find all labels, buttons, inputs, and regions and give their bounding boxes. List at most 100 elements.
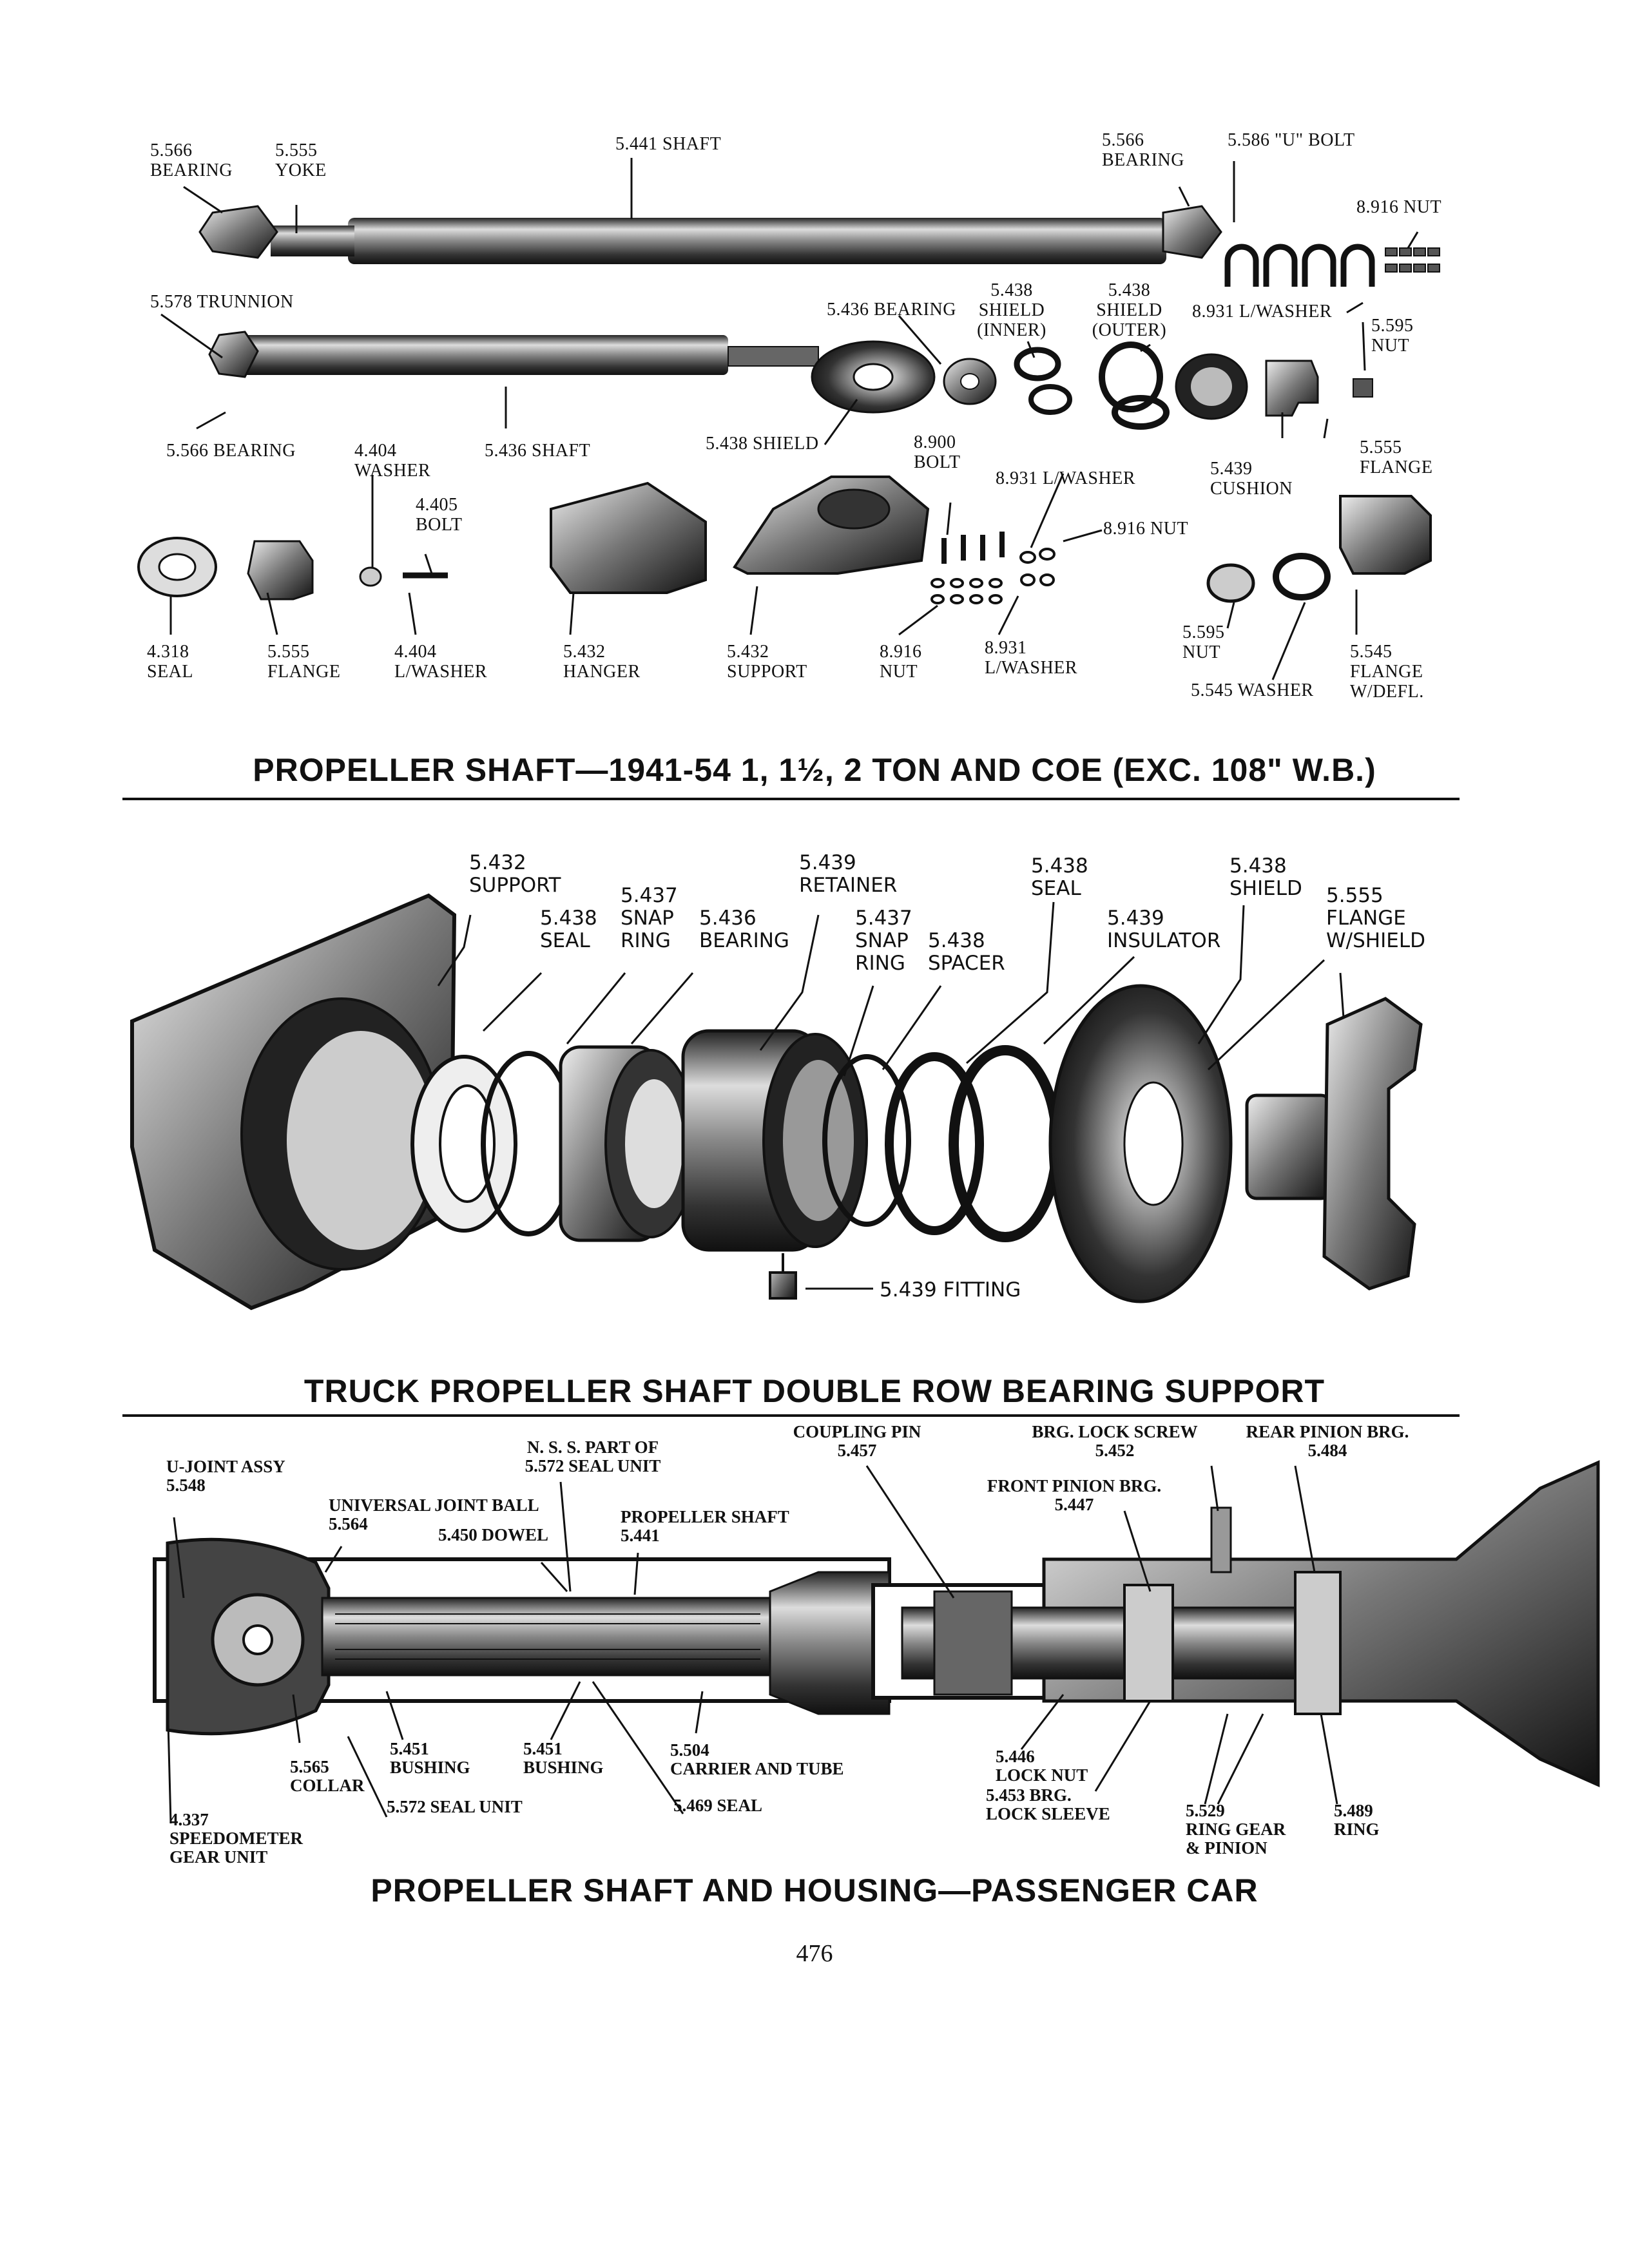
label3-bushing-451-l: 5.451 BUSHING xyxy=(390,1739,470,1777)
label-yoke-555: 5.555 YOKE xyxy=(275,140,327,180)
label-nut-916-top: 8.916 NUT xyxy=(1356,197,1442,217)
u-joint-lower xyxy=(208,331,259,378)
label2-support-432: 5.432 SUPPORT xyxy=(469,851,561,897)
nuts-washers-small xyxy=(930,548,1055,604)
label3-front-pinion-447: FRONT PINION BRG. 5.447 xyxy=(987,1476,1162,1514)
label2-seal-438-l: 5.438 SEAL xyxy=(540,907,597,952)
support-432-part xyxy=(733,476,930,575)
label-bolt-900: 8.900 BOLT xyxy=(914,432,961,472)
label-lwasher-931-bot: 8.931 L/WASHER xyxy=(985,638,1077,678)
section1-title: PROPELLER SHAFT—1941-54 1, 1½, 2 TON AND… xyxy=(253,752,1376,788)
label-lwasher-931-mid: 8.931 L/WASHER xyxy=(996,468,1135,488)
flange-555-yoke xyxy=(1322,997,1423,1291)
flange-555-left-part xyxy=(247,540,314,601)
shaft-436-spline xyxy=(728,346,819,367)
label-u-bolt-586: 5.586 "U" BOLT xyxy=(1228,130,1355,150)
u-bolts xyxy=(1224,244,1375,287)
label3-brg-lock-screw-452: BRG. LOCK SCREW 5.452 xyxy=(1032,1422,1198,1460)
u-joint-left xyxy=(198,205,278,259)
front-pinion-brg xyxy=(1123,1584,1174,1702)
label-flange-555-r: 5.555 FLANGE xyxy=(1360,437,1433,477)
washer-545-part xyxy=(1273,553,1331,601)
label2-flange-555: 5.555 FLANGE W/SHIELD xyxy=(1326,884,1425,952)
snap-ring-437-right xyxy=(822,1054,911,1227)
label3-seal-unit-572: 5.572 SEAL UNIT xyxy=(387,1797,523,1816)
label2-retainer-439: 5.439 RETAINER xyxy=(799,851,898,897)
washer-404-part xyxy=(359,566,382,587)
label-hanger-432: 5.432 HANGER xyxy=(563,642,641,682)
flange-555-hub xyxy=(1245,1093,1333,1200)
label2-bearing-436: 5.436 BEARING xyxy=(699,907,789,952)
fitting-439-part xyxy=(769,1253,797,1300)
label2-seal-438-r: 5.438 SEAL xyxy=(1031,854,1088,900)
label-bolt-405: 4.405 BOLT xyxy=(416,495,463,535)
label3-dowel-450: 5.450 DOWEL xyxy=(438,1525,549,1544)
label3-prop-shaft-441: PROPELLER SHAFT 5.441 xyxy=(621,1507,789,1545)
carrier-tube-504 xyxy=(769,1571,891,1715)
section3-leaders xyxy=(166,1465,1338,1824)
label3-bushing-451-r: 5.451 BUSHING xyxy=(523,1739,604,1777)
label-nut-595-top: 5.595 NUT xyxy=(1371,316,1414,356)
label-shield-outer-438: 5.438 SHIELD (OUTER) xyxy=(1092,280,1167,340)
shaft-441 xyxy=(348,218,1166,264)
label3-seal-469: 5.469 SEAL xyxy=(673,1796,763,1815)
prop-shaft-441-body xyxy=(321,1597,775,1677)
label3-nss-572: N. S. S. PART OF 5.572 SEAL UNIT xyxy=(525,1437,661,1475)
label2-insulator-439: 5.439 INSULATOR xyxy=(1107,907,1221,952)
yoke-555-sleeve xyxy=(271,226,354,256)
label3-speedo-337: 4.337 SPEEDOMETER GEAR UNIT xyxy=(169,1810,304,1867)
section2-title: TRUCK PROPELLER SHAFT DOUBLE ROW BEARING… xyxy=(304,1373,1325,1409)
bolts-900 xyxy=(941,532,1005,564)
section2-divider xyxy=(122,1414,1460,1417)
seal-438-right-ring xyxy=(949,1045,1062,1242)
label-flange-555-l: 5.555 FLANGE xyxy=(267,642,341,682)
section2-drawing xyxy=(130,893,1423,1311)
label-lwasher-404: 4.404 L/WASHER xyxy=(394,642,487,682)
flange-555-part xyxy=(1265,360,1319,417)
shield-inner-part xyxy=(1014,347,1061,381)
label3-ring-gear-529: 5.529 RING GEAR & PINION xyxy=(1186,1801,1286,1858)
label-bearing-566-tl: 5.566 BEARING xyxy=(150,140,233,180)
label-trunnion-578: 5.578 TRUNNION xyxy=(150,292,294,312)
label3-rear-pinion-484: REAR PINION BRG. 5.484 xyxy=(1246,1422,1409,1460)
label-shaft-436: 5.436 SHAFT xyxy=(485,441,591,461)
page-number: 476 xyxy=(796,1940,833,1967)
label3-ring-489: 5.489 RING xyxy=(1334,1801,1380,1839)
label3-coupling-pin-457: COUPLING PIN 5.457 xyxy=(793,1422,921,1460)
label-bearing-436: 5.436 BEARING xyxy=(827,300,956,320)
nut-595-part xyxy=(1353,378,1373,398)
label-bearing-566-tr: 5.566 BEARING xyxy=(1102,130,1184,170)
section1-drawing xyxy=(137,158,1440,680)
label2-spacer-438: 5.438 SPACER xyxy=(928,929,1005,975)
label-shield-438: 5.438 SHIELD xyxy=(706,434,819,454)
label-support-432: 5.432 SUPPORT xyxy=(727,642,807,682)
label2-shield-438: 5.438 SHIELD xyxy=(1229,854,1302,900)
label-washer-404: 4.404 WASHER xyxy=(354,441,431,481)
label3-lock-sleeve-453: 5.453 BRG. LOCK SLEEVE xyxy=(986,1785,1110,1823)
section1-divider xyxy=(122,798,1460,800)
label-washer-545: 5.545 WASHER xyxy=(1191,680,1314,700)
label3-lock-nut-446: 5.446 LOCK NUT xyxy=(996,1747,1088,1785)
brg-lock-screw xyxy=(1210,1506,1232,1573)
nut-595-lower-part xyxy=(1206,563,1255,603)
label-shield-inner-438: 5.438 SHIELD (INNER) xyxy=(977,280,1046,340)
label2-snap-ring-437-l: 5.437 SNAP RING xyxy=(621,884,678,952)
label-shaft-441: 5.441 SHAFT xyxy=(615,134,722,154)
label-bearing-566-bl: 5.566 BEARING xyxy=(166,441,296,461)
label-nut-916-mid: 8.916 NUT xyxy=(1103,519,1189,539)
nuts-916-row xyxy=(1385,247,1440,273)
label2-snap-ring-437-r: 5.437 SNAP RING xyxy=(855,907,912,975)
label-nut-595-bot: 5.595 NUT xyxy=(1182,622,1225,662)
label-flange-545: 5.545 FLANGE W/DEFL. xyxy=(1350,642,1424,702)
label-cushion-439: 5.439 CUSHION xyxy=(1210,459,1293,499)
section1-leaders xyxy=(160,158,1419,680)
shield-outer-part xyxy=(1099,341,1163,412)
label-seal-318: 4.318 SEAL xyxy=(147,642,193,682)
section3-drawing xyxy=(153,1460,1600,1824)
label-nut-916-bot: 8.916 NUT xyxy=(880,642,922,682)
u-joint-right xyxy=(1162,205,1222,259)
shaft-436 xyxy=(238,335,728,375)
label3-collar-565: 5.565 COLLAR xyxy=(290,1757,365,1795)
section3-title: PROPELLER SHAFT AND HOUSING—PASSENGER CA… xyxy=(371,1872,1258,1908)
